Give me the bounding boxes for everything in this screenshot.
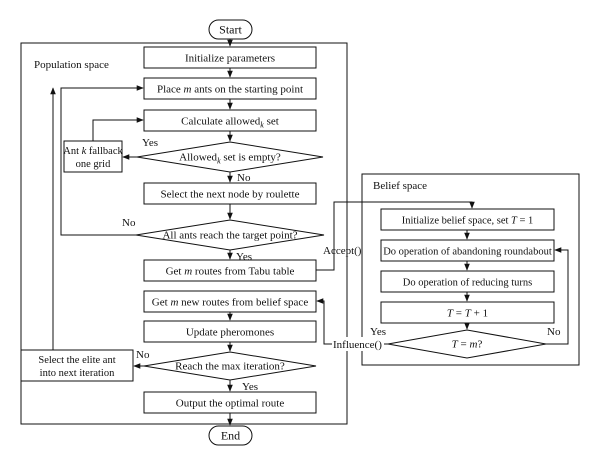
influence-label: Influence() [333, 339, 382, 351]
yes-label-condition: Yes [370, 326, 386, 338]
fallback-line2: one grid [76, 159, 111, 170]
all-reach-label: All ants reach the target point? [162, 230, 297, 242]
belief-space-label: Belief space [373, 180, 427, 192]
fallback-line1: Ant k fallback [63, 146, 123, 157]
max-iter-label: Reach the max iteration? [175, 361, 285, 373]
no-label-condition: No [547, 326, 561, 338]
arrow-accept-to-belief [316, 201, 475, 271]
accept-label: Accept() [323, 245, 362, 257]
no-label-max: No [136, 349, 150, 361]
abandon-label: Do operation of abandoning roundabout [383, 247, 552, 258]
select-next-label: Select the next node by roulette [161, 189, 300, 201]
calc-allowed-label: Calculate allowedk set [181, 116, 279, 130]
influence-label-bg [332, 337, 384, 351]
no-label-all: No [122, 217, 136, 229]
population-space-frame [20, 42, 348, 425]
elite-line2: into next iteration [40, 368, 115, 379]
increment-label: T = T + 1 [447, 308, 488, 320]
is-empty-label: Allowedk set is empty? [179, 152, 281, 166]
end-terminal [208, 425, 253, 446]
start-label: Start [219, 23, 242, 37]
population-space-label: Population space [34, 59, 109, 71]
reduce-label: Do operation of reducing turns [403, 278, 532, 289]
elite-line1: Select the elite ant [38, 355, 115, 366]
belief-space-frame [361, 173, 580, 366]
arrow-fallback-to-calc [92, 117, 144, 141]
get-new-routes-label: Get m new routes from belief space [152, 297, 309, 309]
end-label: End [221, 429, 240, 443]
arrow-condition-no-to-abandon [546, 247, 569, 345]
no-label-empty: No [237, 172, 251, 184]
update-pher-label: Update pheromones [186, 327, 274, 339]
condition-label: T = m? [452, 339, 483, 351]
yes-label-empty: Yes [142, 137, 158, 149]
place-ants-label: Place m ants on the starting point [157, 84, 303, 96]
elite-box [20, 349, 134, 382]
init-belief-label: Initialize belief space, set T = 1 [402, 216, 534, 227]
fallback-box [63, 140, 123, 173]
init-params-label: Initialize parameters [185, 53, 275, 65]
arrow-all-no-to-place [60, 85, 144, 236]
output-label: Output the optimal route [176, 398, 285, 410]
yes-label-max: Yes [242, 381, 258, 393]
get-routes-label: Get m routes from Tabu table [166, 266, 295, 278]
condition-decision [387, 329, 547, 359]
